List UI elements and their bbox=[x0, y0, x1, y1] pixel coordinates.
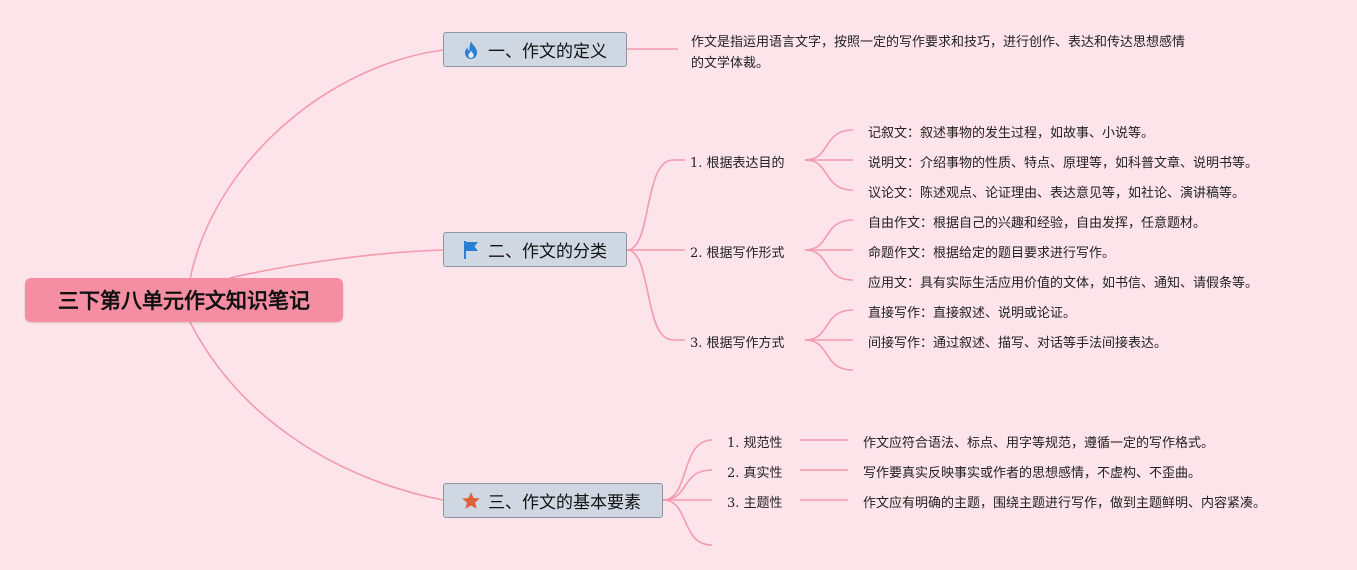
connector-group-leaf bbox=[804, 159, 854, 191]
connector-root-branch bbox=[229, 249, 444, 279]
branch-label: 一、作文的定义 bbox=[488, 42, 607, 62]
connector-group-leaf bbox=[804, 129, 854, 161]
connector-branch-group bbox=[626, 159, 685, 251]
list-item: 议论文：陈述观点、论证理由、表达意见等，如社论、演讲稿等。 bbox=[868, 186, 1246, 201]
element-detail: 写作要真实反映事实或作者的思想感情，不虚构、不歪曲。 bbox=[863, 466, 1202, 481]
branch-elements[interactable]: 三、作文的基本要素 bbox=[443, 483, 663, 518]
definition-text: 作文是指运用语言文字，按照一定的写作要求和技巧，进行创作、表达和传达思想感情的文… bbox=[691, 35, 1186, 71]
list-item: 记叙文：叙述事物的发生过程，如故事、小说等。 bbox=[868, 126, 1155, 141]
connector-group-leaf bbox=[804, 309, 854, 341]
connector-root-branch bbox=[189, 321, 444, 501]
fire-icon bbox=[460, 39, 482, 61]
connector-branch-group bbox=[662, 499, 713, 546]
list-item: 直接写作：直接叙述、说明或论证。 bbox=[868, 306, 1077, 321]
root-topic[interactable]: 三下第八单元作文知识笔记 bbox=[25, 278, 343, 322]
list-item: 说明文：介绍事物的性质、特点、原理等，如科普文章、说明书等。 bbox=[868, 156, 1259, 171]
list-item: 间接写作：通过叙述、描写、对话等手法间接表达。 bbox=[868, 336, 1168, 351]
root-title: 三下第八单元作文知识笔记 bbox=[58, 289, 310, 313]
list-item: 命题作文：根据给定的题目要求进行写作。 bbox=[868, 246, 1116, 261]
branch-label: 三、作文的基本要素 bbox=[488, 493, 641, 513]
group-by-method[interactable]: 3. 根据写作方式 bbox=[690, 336, 785, 351]
branch-definition[interactable]: 一、作文的定义 bbox=[443, 32, 627, 67]
connector-branch-group bbox=[626, 249, 685, 341]
element-normative[interactable]: 1. 规范性 bbox=[727, 436, 783, 451]
connector-group-leaf bbox=[804, 249, 854, 281]
list-item: 自由作文：根据自己的兴趣和经验，自由发挥，任意题材。 bbox=[868, 216, 1207, 231]
group-by-purpose[interactable]: 1. 根据表达目的 bbox=[690, 156, 785, 171]
element-theme[interactable]: 3. 主题性 bbox=[727, 496, 783, 511]
group-by-form[interactable]: 2. 根据写作形式 bbox=[690, 246, 785, 261]
branch-label: 二、作文的分类 bbox=[488, 242, 607, 262]
element-detail: 作文应有明确的主题，围绕主题进行写作，做到主题鲜明、内容紧凑。 bbox=[863, 496, 1267, 511]
connector-group-leaf bbox=[804, 219, 854, 251]
element-authenticity[interactable]: 2. 真实性 bbox=[727, 466, 783, 481]
flag-icon bbox=[460, 239, 482, 261]
list-item: 应用文：具有实际生活应用价值的文体，如书信、通知、请假条等。 bbox=[868, 276, 1259, 291]
connector-branch-group bbox=[662, 469, 713, 501]
connector-branch-group bbox=[662, 439, 713, 501]
branch-classification[interactable]: 二、作文的分类 bbox=[443, 232, 627, 267]
element-detail: 作文应符合语法、标点、用字等规范，遵循一定的写作格式。 bbox=[863, 436, 1215, 451]
connector-root-branch bbox=[189, 49, 444, 280]
star-icon bbox=[460, 490, 482, 512]
connector-group-leaf bbox=[804, 339, 854, 371]
